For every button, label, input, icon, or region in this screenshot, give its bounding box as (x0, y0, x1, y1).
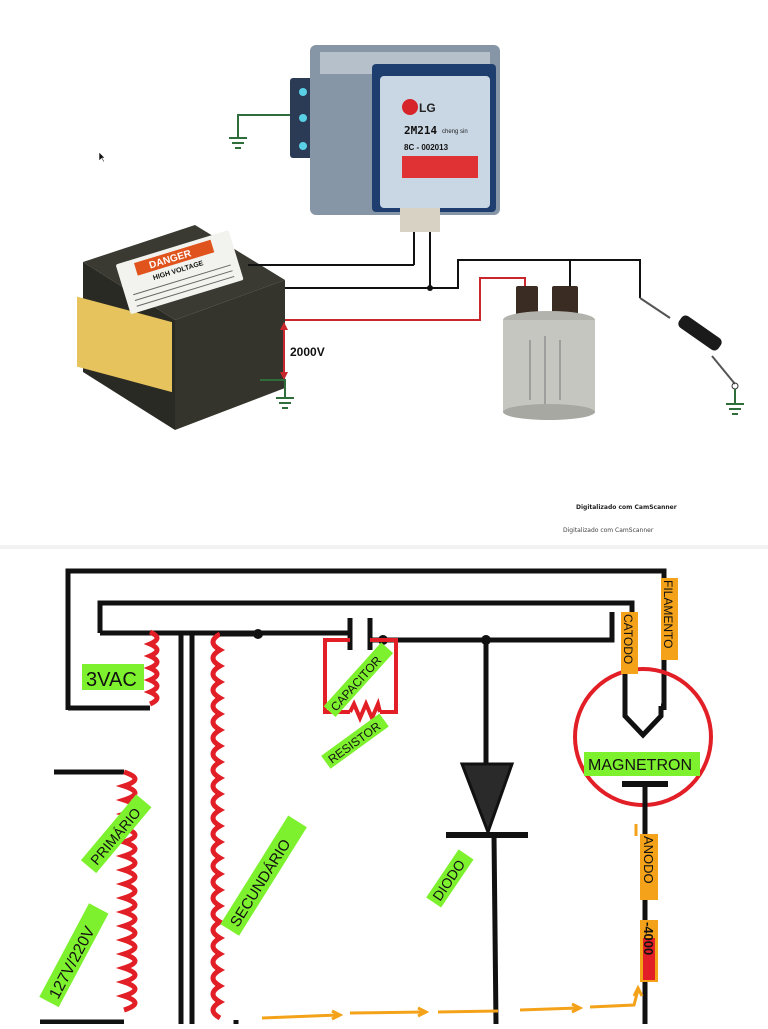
label-diodo: DIODO (426, 849, 474, 908)
page-divider (0, 545, 768, 549)
label-magnetron: MAGNETRON (584, 752, 700, 776)
label-resistor: RESISTOR (321, 713, 389, 769)
ground-symbol (260, 379, 294, 409)
transformer-photo: DANGER HIGH VOLTAGE (77, 225, 285, 430)
magnetron-photo: LG 2M214 cheng sin 8C - 002013 (290, 45, 500, 288)
label-catodo: CATODO (621, 612, 638, 674)
scanner-watermark: Digitalizado com CamScanner (563, 527, 654, 534)
mouse-cursor-icon (98, 151, 106, 163)
label-minus-4000: -4000 (640, 920, 658, 982)
schematic-diagram: 3VAC PRIMÁRIO 127V/220V SECUNDÁRIO CAPAC… (39, 568, 713, 1025)
secondary-winding (210, 631, 226, 1021)
label-anodo-text: ANODO (641, 836, 656, 884)
wiring-photo: LG 2M214 cheng sin 8C - 002013 DA (77, 45, 744, 430)
magnetron-code: 8C - 002013 (404, 143, 449, 152)
magnetron-model: 2M214 (404, 124, 437, 137)
label-mains: 127V/220V (39, 903, 109, 1008)
voltage-label: 2000V (290, 345, 325, 359)
scanner-watermark: Digitalizado com CamScanner (576, 504, 677, 511)
label-catodo-text: CATODO (621, 614, 635, 664)
label-capacitor: CAPACITOR (323, 642, 394, 717)
label-secundario: SECUNDÁRIO (220, 815, 307, 936)
magnetron-brand: LG (419, 101, 436, 115)
diode-photo (639, 297, 739, 390)
label-resistor-text: RESISTOR (326, 719, 384, 766)
label-anodo: ANODO (640, 834, 658, 900)
filament-winding (143, 629, 160, 707)
label-filamento: FILAMENTO (661, 578, 678, 660)
current-flow-arrows (261, 984, 644, 1021)
label-minus-4000-text: -4000 (641, 922, 656, 955)
label-3vac-text: 3VAC (86, 669, 137, 691)
voltage-indicator: 2000V (280, 322, 325, 380)
resistor-symbol (348, 697, 382, 724)
label-3vac: 3VAC (82, 664, 144, 691)
ground-symbol (229, 114, 290, 149)
label-secundario-text: SECUNDÁRIO (227, 836, 294, 930)
diode-symbol (446, 640, 528, 1025)
label-magnetron-text: MAGNETRON (588, 757, 692, 774)
magnetron-maker: cheng sin (442, 129, 468, 135)
label-filamento-text: FILAMENTO (661, 580, 675, 648)
ground-symbol (726, 389, 744, 415)
label-primario: PRIMÁRIO (80, 794, 152, 874)
label-diodo-text: DIODO (429, 857, 468, 904)
capacitor-photo (503, 286, 595, 420)
